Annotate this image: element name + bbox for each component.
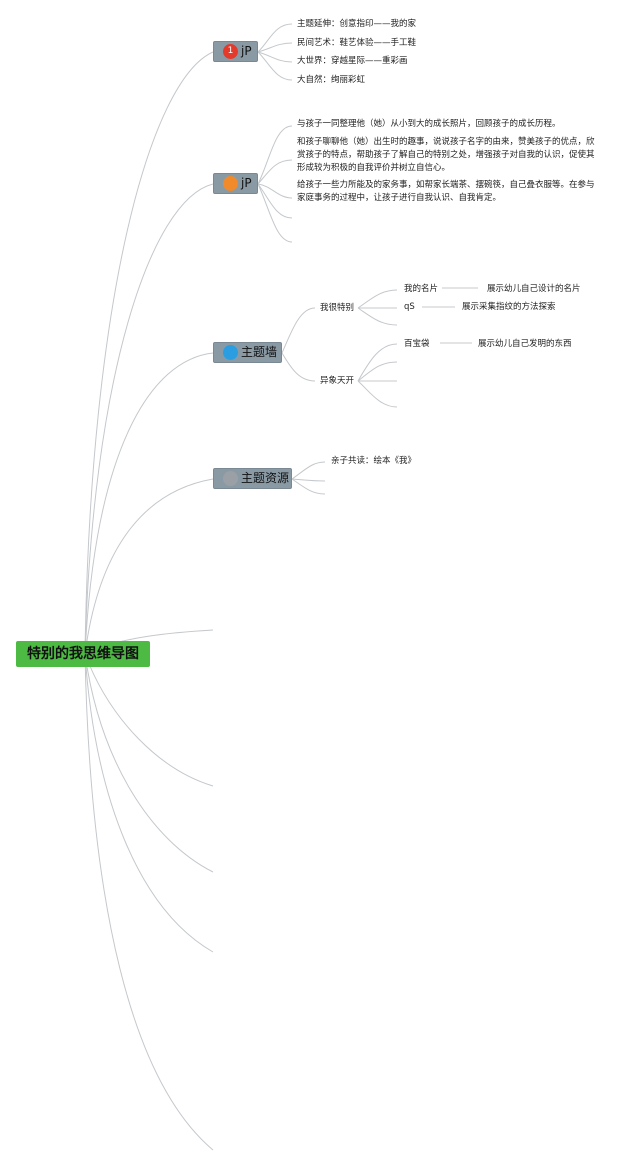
topic-label: jP (241, 176, 252, 190)
topic-node-4[interactable]: 主题资源 (213, 468, 292, 489)
gray-badge-icon (223, 471, 238, 486)
topic-node-1[interactable]: 1 jP (213, 41, 258, 62)
blue-badge-icon (223, 345, 238, 360)
priority-1-badge-icon: 1 (223, 44, 238, 59)
leaf-item[interactable]: 大世界：穿越星际——重彩画 (297, 56, 408, 66)
topic-node-3[interactable]: 主题墙 (213, 342, 282, 363)
sub-item[interactable]: 百宝袋 (404, 339, 430, 349)
topic-label: jP (241, 44, 252, 58)
leaf-item[interactable]: 给孩子一些力所能及的家务事，如帮家长端茶、摆碗筷，自己叠衣服等。在参与家庭事务的… (297, 180, 595, 203)
topic-node-2[interactable]: jP (213, 173, 258, 194)
topic-label: 主题资源 (241, 471, 290, 485)
sub-item[interactable]: qS (404, 302, 415, 312)
group-label[interactable]: 我很特别 (320, 303, 355, 313)
topic-label: 主题墙 (241, 345, 278, 359)
leaf-item[interactable]: 民间艺术：鞋艺体验——手工鞋 (297, 38, 417, 48)
root-node[interactable]: 特别的我思维导图 (16, 641, 150, 667)
leaf-item[interactable]: 大自然：绚丽彩虹 (297, 75, 366, 85)
leaf-item[interactable]: 与孩子一同整理他（她）从小到大的成长照片，回顾孩子的成长历程。 (297, 119, 561, 129)
sub-item-detail[interactable]: 展示幼儿自己设计的名片 (487, 284, 581, 294)
leaf-item[interactable]: 和孩子聊聊他（她）出生时的趣事，说说孩子名字的由来，赞美孩子的优点，欣赏孩子的特… (297, 137, 595, 173)
sub-item-detail[interactable]: 展示幼儿自己发明的东西 (478, 339, 572, 349)
leaf-item[interactable]: 亲子共读：绘本《我》 (331, 456, 417, 466)
sub-item[interactable]: 我的名片 (404, 284, 439, 294)
group-label[interactable]: 异象天开 (320, 376, 355, 386)
sub-item-detail[interactable]: 展示采集指纹的方法探索 (462, 302, 556, 312)
orange-badge-icon (223, 176, 238, 191)
leaf-item[interactable]: 主题延伸：创意指印——我的家 (297, 19, 417, 29)
